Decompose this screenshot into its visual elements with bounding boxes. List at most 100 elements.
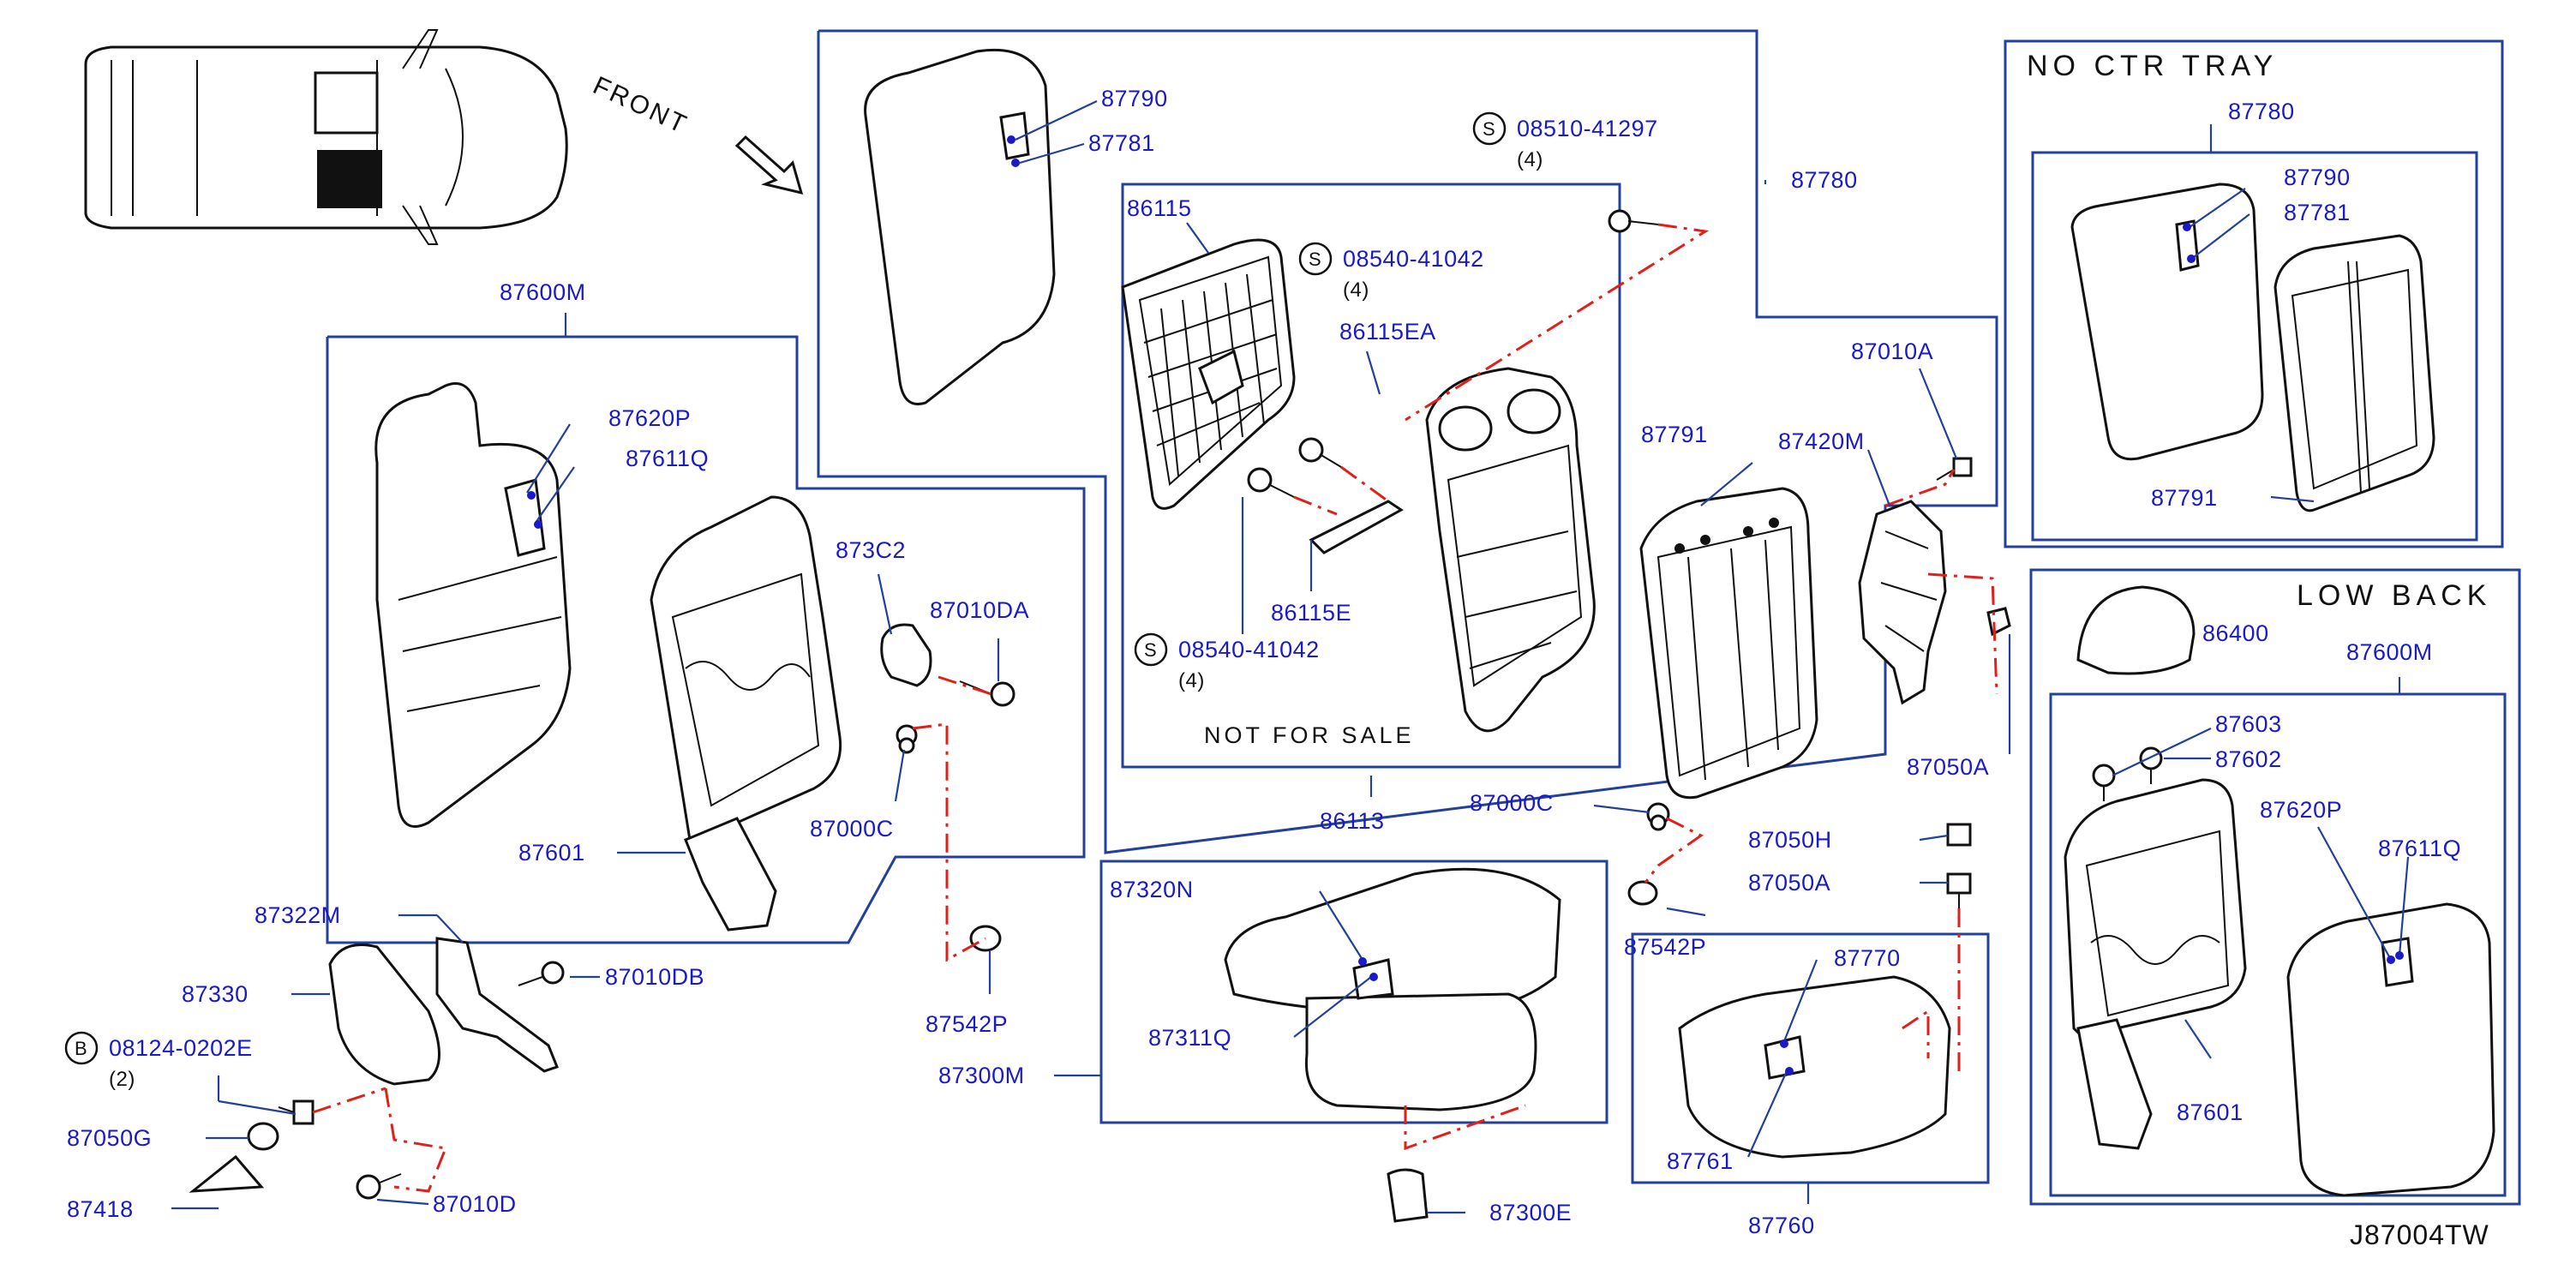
bracket-87322m: [435, 937, 559, 1073]
fastener-s3-code[interactable]: 08540-41042: [1178, 637, 1320, 662]
part-87790-no-ctr-tray[interactable]: 87790: [2284, 165, 2351, 190]
fastener-s2-code[interactable]: 08540-41042: [1343, 246, 1484, 272]
box-no-ctr-tray: [2004, 39, 2504, 548]
part-87300e[interactable]: 87300E: [1489, 1200, 1573, 1225]
box-armrest-inner: [1121, 183, 1621, 769]
part-87780-no-ctr-tray[interactable]: 87780: [2228, 99, 2295, 124]
bolt-87010d: [356, 1173, 402, 1200]
part-87603[interactable]: 87603: [2215, 711, 2282, 737]
part-87320n[interactable]: 87320N: [1110, 877, 1194, 902]
part-86115e[interactable]: 86115E: [1271, 600, 1352, 626]
assembly-line-5: [912, 722, 986, 962]
assembly-line-10: [1404, 1104, 1526, 1151]
clip-86115e: [1309, 500, 1404, 554]
badge-b1: B: [75, 1038, 88, 1059]
part-87010d[interactable]: 87010D: [433, 1191, 517, 1217]
callout-dots: [527, 135, 2404, 1075]
part-87322m[interactable]: 87322M: [255, 902, 341, 928]
assembly-line-1: [1405, 223, 1710, 422]
part-87781-no-ctr-tray[interactable]: 87781: [2284, 200, 2351, 225]
badge-s3: S: [1144, 639, 1158, 661]
part-87780-upper[interactable]: 87780: [1791, 167, 1858, 193]
part-86113[interactable]: 86113: [1320, 808, 1385, 834]
leader-lines: [171, 100, 2410, 1214]
cover-no-ctr-tray: [2070, 183, 2264, 461]
assembly-line-2: [1340, 465, 1389, 503]
pad-low-back: [2286, 902, 2495, 1197]
bolt-87010db: [518, 961, 565, 986]
part-87050h[interactable]: 87050H: [1748, 827, 1832, 853]
clip-87300e: [1387, 1168, 1429, 1223]
box-lower-cushion: [1631, 932, 1990, 1184]
assembly-line-8: [1927, 572, 1998, 695]
part-87010a[interactable]: 87010A: [1851, 338, 1934, 364]
part-86115ea[interactable]: 86115EA: [1339, 319, 1436, 344]
fastener-s1-code[interactable]: 08510-41297: [1517, 116, 1658, 141]
box-left-seatback: [326, 335, 1086, 944]
assembly-line-3: [1293, 495, 1338, 516]
part-87311q[interactable]: 87311Q: [1148, 1025, 1232, 1051]
part-87781-upper[interactable]: 87781: [1088, 130, 1155, 156]
box-no-ctr-tray-inner: [2031, 151, 2478, 542]
part-87050g[interactable]: 87050G: [67, 1125, 153, 1151]
part-87600m-low-back[interactable]: 87600M: [2346, 639, 2433, 665]
part-86115[interactable]: 86115: [1127, 195, 1192, 221]
part-87601-left[interactable]: 87601: [518, 840, 585, 866]
cap-87542p-b: [1627, 880, 1658, 906]
part-87791-upper[interactable]: 87791: [1641, 422, 1708, 447]
part-87050a-mid[interactable]: 87050A: [1748, 870, 1831, 896]
box-low-back: [2029, 568, 2521, 1206]
part-87300m[interactable]: 87300M: [938, 1063, 1025, 1088]
low-back-title: LOW BACK: [2297, 579, 2492, 612]
part-87000c-right[interactable]: 87000C: [1470, 790, 1554, 816]
part-87790-upper[interactable]: 87790: [1101, 86, 1168, 111]
part-87611q-left[interactable]: 87611Q: [626, 446, 710, 471]
part-873c2: [880, 623, 932, 687]
part-87791-no-ctr-tray[interactable]: 87791: [2151, 485, 2218, 511]
part-87770[interactable]: 87770: [1834, 945, 1901, 971]
part-87601-low-back[interactable]: 87601: [2177, 1099, 2244, 1125]
part-87761[interactable]: 87761: [1667, 1148, 1734, 1174]
fastener-b1-code[interactable]: 08124-0202E: [109, 1035, 253, 1061]
lower-cushion-87760: [1678, 975, 1951, 1159]
diagram-code: J87004TW: [2350, 1219, 2489, 1250]
part-87542p-right[interactable]: 87542P: [1624, 934, 1707, 960]
part-873c2[interactable]: 873C2: [836, 537, 907, 563]
fastener-s2-qty: (4): [1343, 279, 1369, 302]
assembly-line-4: [938, 675, 992, 696]
assembly-line-6: [1644, 817, 1704, 884]
bolt-87050a-mid: [1946, 872, 1972, 908]
part-87620p-left[interactable]: 87620P: [608, 405, 692, 431]
part-86400[interactable]: 86400: [2202, 620, 2269, 646]
vehicle-top-view: [84, 29, 568, 245]
part-87600m-left[interactable]: 87600M: [500, 279, 586, 305]
part-87000c-left[interactable]: 87000C: [810, 816, 894, 842]
not-for-sale-label: NOT FOR SALE: [1204, 722, 1415, 748]
part-87542p-left[interactable]: 87542P: [926, 1011, 1009, 1037]
part-87010db[interactable]: 87010DB: [605, 964, 705, 990]
assembly-line-12: [384, 1087, 448, 1193]
part-87330[interactable]: 87330: [182, 981, 249, 1007]
part-87010da[interactable]: 87010DA: [930, 597, 1030, 623]
part-87602[interactable]: 87602: [2215, 746, 2282, 772]
cap-87050g: [247, 1122, 279, 1151]
bolt-87050h: [1946, 823, 1972, 847]
part-87620p-low-back[interactable]: 87620P: [2260, 797, 2343, 823]
backboard-86115: [1121, 238, 1296, 510]
recliner-87420m: [1858, 500, 1947, 705]
part-87760[interactable]: 87760: [1748, 1213, 1815, 1238]
frame-low-back: [2064, 778, 2247, 1150]
part-87611q-low-back[interactable]: 87611Q: [2378, 836, 2462, 861]
seatback-cover-upper: [864, 48, 1056, 405]
part-87050a-top[interactable]: 87050A: [1907, 754, 1990, 780]
part-87418[interactable]: 87418: [67, 1196, 134, 1222]
assembly-line-13: [1902, 1009, 1930, 1058]
trim-87330: [328, 944, 440, 1086]
assembly-line-11: [312, 1087, 386, 1114]
badge-s1: S: [1483, 118, 1496, 140]
badge-circles: [64, 111, 1507, 1065]
part-87420m[interactable]: 87420M: [1778, 428, 1865, 454]
bolt-87602: [2139, 746, 2163, 784]
fastener-b1-qty: (2): [109, 1068, 135, 1091]
